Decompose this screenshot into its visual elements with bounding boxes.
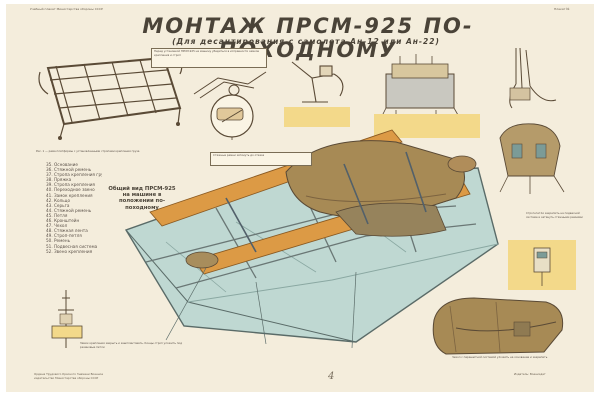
platform-frame-drawing [38, 55, 183, 140]
header-right-text: Плакат № [554, 7, 570, 11]
legend-item: 47. Чехол [46, 223, 68, 229]
sheet-mark: 4 [328, 371, 335, 382]
general-view-label: Общий вид ПРСМ-925 на машине в положении… [108, 186, 176, 211]
legend-item: 44. Стяжной ремень [46, 207, 92, 213]
legend-item: 41. Замок крепления [46, 192, 93, 198]
poster-subtitle: (Для десантирования с самолета Ан-12 или… [172, 37, 440, 46]
frame-caption-note: Рис. 1 — рама платформы с установленными… [36, 149, 140, 153]
vehicle-general-view [124, 129, 499, 349]
packed-parachute-drawing [432, 297, 564, 355]
legend-item: 43. Серьга [46, 202, 70, 208]
legend-item: 39. Стропа крепления [46, 182, 95, 188]
legend-item: 51. Подвесная система [46, 243, 98, 249]
strap-detail-drawing [193, 71, 267, 99]
lock-mechanism-drawing [51, 290, 83, 348]
yellow-note-panel-1 [284, 107, 350, 127]
footer-left-text: Ордена Трудового Красного Знамени Военно… [34, 372, 104, 380]
bottom-right-note: Чехол с парашютной системой уложить на о… [452, 355, 548, 359]
poster: Учебный плакат Министерства обороны СССР… [6, 4, 594, 392]
magnified-lock-detail [210, 94, 254, 140]
header-left-text: Учебный плакат Министерства обороны СССР [30, 7, 103, 11]
poster-title: МОНТАЖ ПРСМ-925 ПО-ПОХОДНОМУ [142, 14, 474, 62]
container-assembly-drawing [379, 54, 463, 130]
legend-item: 40. Переходное звено [46, 187, 95, 193]
legend-item: 48. Стяжная лента [46, 228, 88, 234]
legend-item: 49. Строп-петля [46, 233, 82, 239]
legend-item: 50. Ремень [46, 238, 71, 244]
footer-right-text: Издатель: Воениздат [514, 372, 546, 376]
legend-item: 45. Петля [46, 212, 68, 218]
canopy-pack [285, 140, 465, 219]
pack-straps-drawing [499, 123, 565, 194]
legend-item: 38. Пряжка [46, 177, 72, 183]
legend-item: 46. Кронштейн [46, 218, 80, 224]
hanging-straps-drawing [509, 47, 557, 109]
bottom-left-note: Замок крепления закрыть и зашплинтовать.… [80, 341, 183, 349]
top-instruction-block: Перед установкой ПРСМ-925 на машину убед… [151, 48, 267, 68]
legend-item: 36. Стяжной ремень [46, 167, 92, 173]
hook-detail-drawing [291, 61, 344, 103]
legend-item: 52. Звено крепления [46, 248, 93, 254]
center-top-note: Стяжные ремни затянуть до отказа [210, 152, 312, 166]
legend-item: 35. Основание [46, 162, 78, 167]
legend-item: 37. Стропа крепления груза [46, 172, 102, 178]
buckle-detail-drawing [533, 247, 551, 286]
right-side-note: Строп-петли закрепить на подвесной систе… [526, 211, 583, 219]
legend-item: 42. Кольцо [46, 197, 71, 203]
